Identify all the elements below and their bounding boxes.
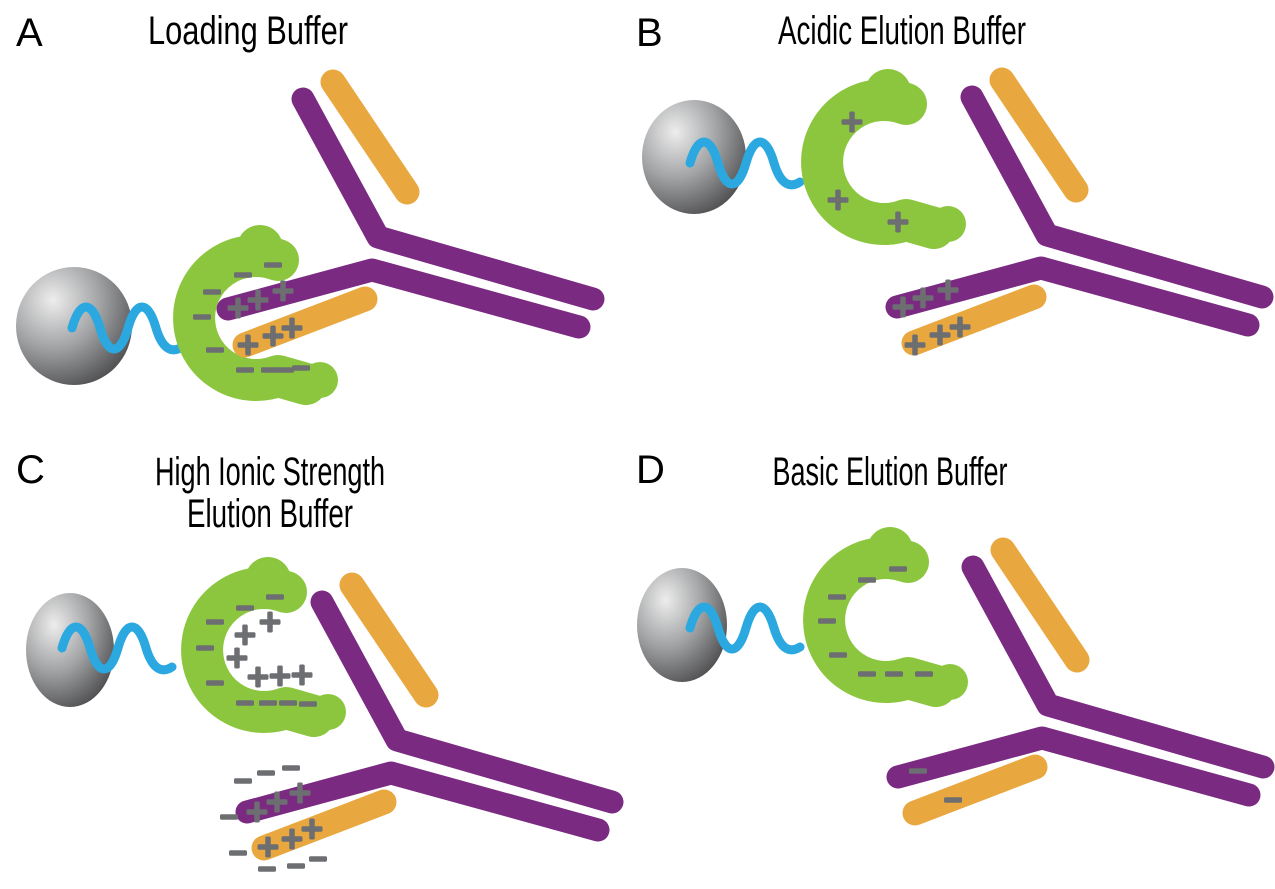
- charge-symbols-c: [196, 594, 327, 872]
- minus-charge-icon: [261, 367, 279, 373]
- capture-protein: [822, 69, 966, 242]
- minus-charge-icon: [287, 863, 305, 869]
- minus-charge-icon: [258, 866, 276, 872]
- minus-charge-icon: [203, 289, 221, 295]
- minus-charge-icon: [858, 671, 876, 677]
- plus-charge-icon: [257, 836, 279, 858]
- plus-charge-icon: [272, 280, 294, 302]
- panel-title-a: Loading Buffer: [148, 9, 348, 53]
- minus-charge-icon: [220, 814, 238, 820]
- minus-charge-icon: [828, 594, 846, 600]
- panel-title-d: Basic Elution Buffer: [773, 450, 1008, 494]
- minus-charge-icon: [234, 778, 252, 784]
- plus-charge-icon: [892, 296, 914, 318]
- minus-charge-icon: [264, 262, 282, 268]
- panel-letter-a: A: [16, 11, 43, 55]
- panel-title-c-line1: High Ionic Strength: [155, 450, 385, 494]
- plus-charge-icon: [234, 624, 256, 646]
- plus-charge-icon: [262, 325, 284, 347]
- plus-charge-icon: [291, 664, 313, 686]
- minus-charge-icon: [193, 314, 211, 320]
- minus-charge-icon: [818, 618, 836, 624]
- plus-charge-icon: [237, 334, 259, 356]
- magnetic-bead: [26, 593, 114, 707]
- minus-charge-icon: [858, 577, 876, 583]
- minus-charge-icon: [885, 671, 903, 677]
- plus-charge-icon: [246, 801, 268, 823]
- plus-charge-icon: [247, 289, 269, 311]
- plus-charge-icon: [226, 647, 248, 669]
- panel-a: A Loading Buffer: [16, 9, 593, 398]
- minus-charge-icon: [236, 605, 254, 611]
- minus-charge-icon: [299, 701, 317, 707]
- charge-symbols-b: [827, 111, 971, 356]
- minus-charge-icon: [829, 652, 847, 658]
- minus-charge-icon: [229, 850, 247, 856]
- plus-charge-icon: [247, 666, 269, 688]
- minus-charge-icon: [944, 797, 962, 803]
- panel-c: C High Ionic Strength Elution Buffer: [16, 448, 612, 872]
- plus-charge-icon: [301, 818, 323, 840]
- plus-charge-icon: [887, 211, 909, 233]
- plus-charge-icon: [259, 611, 281, 633]
- panel-title-b: Acidic Elution Buffer: [778, 9, 1026, 53]
- minus-charge-icon: [889, 566, 907, 572]
- panel-letter-d: D: [636, 448, 665, 492]
- minus-charge-icon: [266, 594, 284, 600]
- panel-title-c-line2: Elution Buffer: [187, 492, 353, 536]
- panel-letter-b: B: [636, 11, 663, 55]
- minus-charge-icon: [236, 367, 254, 373]
- plus-charge-icon: [281, 317, 303, 339]
- plus-charge-icon: [949, 316, 971, 338]
- plus-charge-icon: [904, 334, 926, 356]
- minus-charge-icon: [206, 347, 224, 353]
- plus-charge-icon: [266, 791, 288, 813]
- antibody: [228, 82, 593, 345]
- minus-charge-icon: [236, 700, 254, 706]
- plus-charge-icon: [827, 189, 849, 211]
- minus-charge-icon: [309, 856, 327, 862]
- minus-charge-icon: [915, 671, 933, 677]
- minus-charge-icon: [196, 645, 214, 651]
- minus-charge-icon: [234, 272, 252, 278]
- minus-charge-icon: [292, 365, 310, 371]
- plus-charge-icon: [912, 287, 934, 309]
- minus-charge-icon: [259, 700, 277, 706]
- minus-charge-icon: [206, 680, 224, 686]
- minus-charge-icon: [282, 765, 300, 771]
- panel-letter-c: C: [16, 448, 45, 492]
- panel-d: D Basic Elution Buffer: [636, 448, 1263, 813]
- plus-charge-icon: [269, 665, 291, 687]
- plus-charge-icon: [937, 279, 959, 301]
- minus-charge-icon: [909, 768, 927, 774]
- plus-charge-icon: [841, 111, 863, 133]
- magnetic-bead: [637, 568, 727, 682]
- minus-charge-icon: [276, 367, 294, 373]
- minus-charge-icon: [206, 619, 224, 625]
- plus-charge-icon: [281, 828, 303, 850]
- plus-charge-icon: [227, 297, 249, 319]
- plus-charge-icon: [929, 324, 951, 346]
- minus-charge-icon: [279, 700, 297, 706]
- minus-charge-icon: [257, 770, 275, 776]
- charge-symbols-a: [193, 262, 310, 373]
- charge-symbols-d: [818, 566, 962, 803]
- panel-b: B Acidic Elution Buffer: [636, 9, 1262, 356]
- plus-charge-icon: [289, 782, 311, 804]
